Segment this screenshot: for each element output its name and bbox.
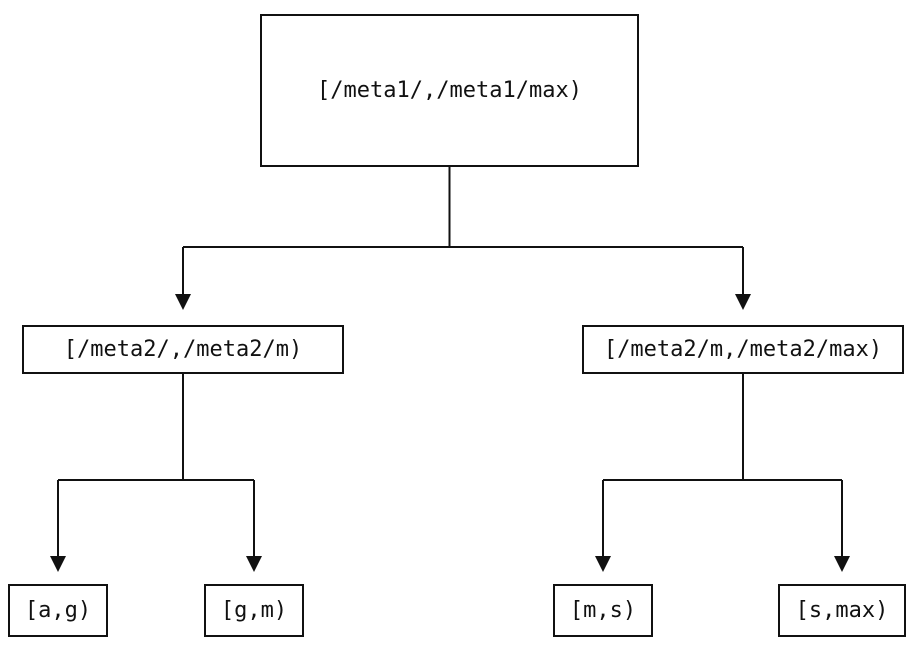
node-left-child: [/meta2/,/meta2/m) [22, 325, 344, 374]
connector-left-to-leaves [50, 374, 262, 572]
node-leaf-m-s: [m,s) [553, 584, 653, 637]
connector-right-to-leaves [595, 374, 850, 572]
arrow-down-icon [735, 294, 751, 310]
arrow-down-icon [246, 556, 262, 572]
arrow-down-icon [595, 556, 611, 572]
node-leaf-a-g: [a,g) [8, 584, 108, 637]
arrow-down-icon [50, 556, 66, 572]
arrow-down-icon [175, 294, 191, 310]
node-leaf-g-m: [g,m) [204, 584, 304, 637]
arrow-down-icon [834, 556, 850, 572]
node-root: [/meta1/,/meta1/max) [260, 14, 639, 167]
node-leaf-s-max: [s,max) [778, 584, 906, 637]
connector-root-to-children [175, 167, 751, 310]
node-right-child: [/meta2/m,/meta2/max) [582, 325, 904, 374]
